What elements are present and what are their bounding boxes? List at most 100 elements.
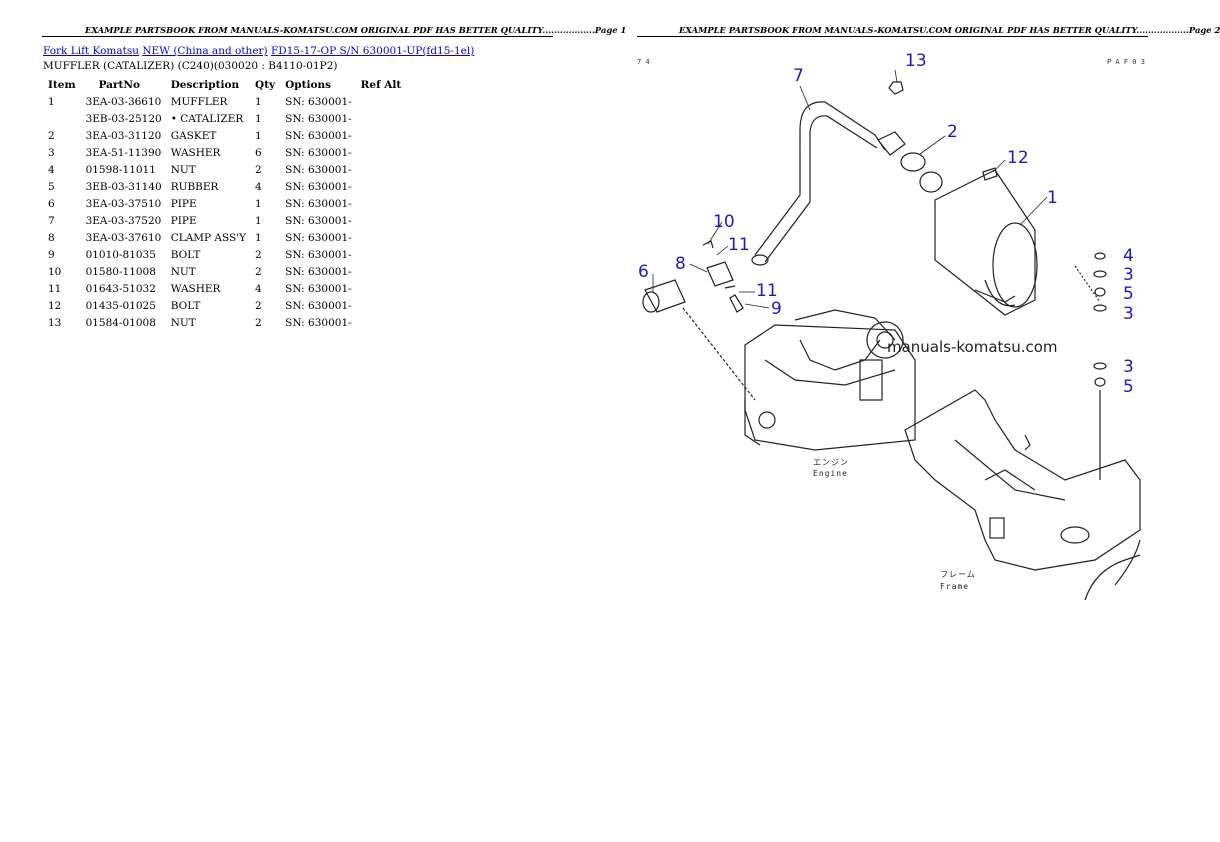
cell-options: SN: 630001- [285,197,352,210]
cell-item: 4 [48,163,55,176]
cell-ref-alt [356,280,407,297]
breadcrumb-link-forklift[interactable]: Fork Lift Komatsu [43,45,139,57]
clamp-8-drawing [706,261,734,287]
callout-5-b: 5 [1123,377,1134,397]
cell-partno: 3EA-03-37610 [85,231,162,244]
column-header-qty: Qty [255,78,276,91]
header-rule [637,36,1148,37]
nut-10-drawing [702,240,714,249]
cell-ref-alt [356,161,407,178]
engine-drawing [744,324,916,451]
rubber-5-drawing [1094,287,1106,297]
cell-item: 11 [48,282,62,295]
cell-description: NUT [170,163,196,176]
cell-item: 7 [48,214,55,227]
washer-3-drawing [1093,270,1107,278]
cell-options: SN: 630001- [285,146,352,159]
cell-partno: 01584-01008 [85,316,156,329]
corner-code-left: 7 4 [637,58,650,66]
cell-partno: 01010-81035 [85,248,156,261]
cell-ref-alt [356,297,407,314]
cell-item [43,110,81,127]
cell-ref-alt [356,144,407,161]
callout-11-lower: 11 [756,281,778,301]
breadcrumb: Fork Lift Komatsu NEW (China and other) … [43,45,474,57]
bolt-9-drawing [729,294,744,313]
cell-partno: 3EA-03-36610 [85,95,162,108]
cell-options: SN: 630001- [285,248,352,261]
cell-qty: 1 [255,129,262,142]
label-engine: Engine [813,469,848,478]
callout-10: 10 [713,212,735,232]
cell-partno: 3EB-03-31140 [85,180,162,193]
cell-item: 2 [48,129,55,142]
cell-item: 5 [48,180,55,193]
label-frame: Frame [940,582,969,591]
cell-qty: 1 [255,112,262,125]
cell-options: SN: 630001- [285,231,352,244]
callout-4: 4 [1123,246,1134,266]
callout-3-c: 3 [1123,357,1134,377]
cell-partno: 01435-01025 [85,299,156,312]
cell-description: PIPE [170,214,197,227]
cell-description: MUFFLER [170,95,228,108]
cell-ref-alt [356,263,407,280]
watermark: manuals-komatsu.com [887,338,1058,356]
cell-item: 13 [48,316,62,329]
cell-description: CLAMP ASS'Y [170,231,247,244]
cell-ref-alt [356,229,407,246]
cell-options: SN: 630001- [285,129,352,142]
frame-drawing [904,389,1141,571]
cell-ref-alt [356,127,407,144]
callout-6: 6 [638,262,649,282]
cell-ref-alt [356,314,407,331]
cell-qty: 2 [255,248,262,261]
cell-ref-alt [356,212,407,229]
cell-partno: 3EA-03-37520 [85,214,162,227]
page-title: MUFFLER (CATALIZER) (C240)(030020 : B411… [43,60,338,72]
cell-options: SN: 630001- [285,316,352,329]
table-row: 6 3EA-03-37510 PIPE 1 SN: 630001- [43,195,406,212]
cell-qty: 1 [255,95,262,108]
cell-description: • CATALIZER [170,112,244,125]
cell-item: 6 [48,197,55,210]
cell-description: BOLT [170,248,201,261]
leader-lines [652,69,1048,309]
column-header-ref-alt: Ref Alt [360,78,402,91]
column-header-item: Item [48,78,76,91]
breadcrumb-link-region[interactable]: NEW (China and other) [142,45,268,57]
cell-description: WASHER [170,146,221,159]
breadcrumb-link-model[interactable]: FD15-17-OP S/N 630001-UP(fd15-1el) [271,45,475,57]
cell-qty: 4 [255,282,262,295]
cell-description: RUBBER [170,180,219,193]
callout-3-a: 3 [1123,265,1134,285]
cell-qty: 1 [255,197,262,210]
cell-item: 3 [48,146,55,159]
label-frame-jp: フレーム [940,570,976,579]
callout-7: 7 [793,66,804,86]
cell-item: 8 [48,231,55,244]
callout-labels: 13 7 2 12 1 10 11 8 6 11 9 4 3 5 3 3 5 [638,51,1134,397]
cell-ref-alt [356,178,407,195]
cell-item: 10 [48,265,62,278]
callout-2: 2 [947,122,958,142]
cell-options: SN: 630001- [285,163,352,176]
callout-5-a: 5 [1123,284,1134,304]
parts-table: Item PartNo Description Qty Options Ref … [43,76,406,331]
cell-description: GASKET [170,129,217,142]
column-header-options: Options [285,78,332,91]
cell-description: PIPE [170,197,197,210]
cell-options: SN: 630001- [285,112,352,125]
cell-partno: 3EB-03-25120 [85,112,162,125]
cell-options: SN: 630001- [285,95,352,108]
cell-partno: 3EA-03-37510 [85,197,162,210]
